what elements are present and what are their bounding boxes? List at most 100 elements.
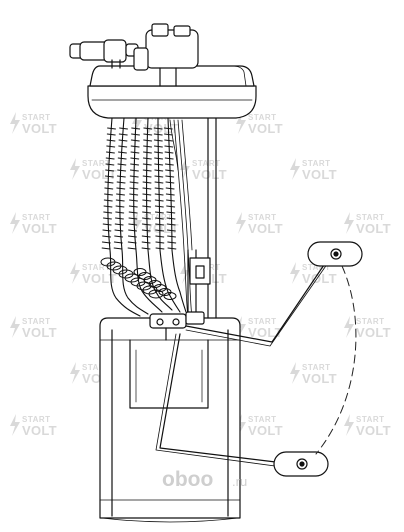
- hose-ring: [115, 199, 125, 202]
- lightning-icon: [180, 158, 190, 180]
- hose-ring: [118, 133, 128, 136]
- hose-ring: [101, 241, 111, 244]
- watermark-line2: VOLT: [22, 221, 57, 236]
- watermark-line2: VOLT: [356, 423, 391, 438]
- hose-ring: [130, 151, 140, 154]
- hose-ring: [106, 133, 116, 136]
- hose-ring: [164, 145, 174, 148]
- hose-ring: [153, 127, 163, 130]
- hose-ring: [167, 241, 177, 244]
- hose-ring: [128, 205, 138, 208]
- hose-ring: [164, 163, 174, 166]
- float-lower: [273, 451, 329, 477]
- lightning-icon: [236, 316, 246, 338]
- hose-ring: [116, 175, 126, 178]
- hose-ring: [107, 127, 116, 130]
- hose-ring: [106, 139, 116, 142]
- hose-ring: [154, 157, 164, 160]
- lightning-icon: [236, 414, 246, 436]
- watermark-line2: VOLT: [248, 221, 283, 236]
- pump-top-fittings: [149, 311, 205, 341]
- watermark-line2: VOLT: [82, 167, 117, 182]
- sender-bracket: [189, 257, 211, 285]
- hose-ring: [164, 139, 174, 142]
- hose-ring: [116, 181, 126, 184]
- hose-ring: [103, 205, 113, 208]
- hose-ring: [129, 199, 138, 202]
- hose-ring: [104, 187, 114, 190]
- corrugated-hoses: [107, 117, 187, 317]
- hose-ring: [142, 217, 151, 220]
- hose-ring: [153, 139, 163, 142]
- hose-ring: [165, 181, 175, 184]
- hose-ring: [164, 133, 173, 136]
- hose-ring: [141, 241, 151, 244]
- guide-rods: [187, 117, 217, 319]
- lightning-icon: [10, 112, 20, 134]
- top-flange: [87, 65, 257, 119]
- watermark-line1: START: [302, 159, 331, 168]
- logo: oboo .ru: [162, 468, 247, 491]
- watermark-line1: START: [22, 213, 51, 222]
- hose-ring: [166, 205, 176, 208]
- hose-ring: [141, 229, 151, 232]
- hose-ring: [141, 235, 151, 238]
- hose-ring: [154, 169, 164, 172]
- top-connectors: [69, 23, 199, 87]
- lightning-icon: [10, 212, 20, 234]
- watermark-line1: START: [22, 113, 51, 122]
- hose-ring: [128, 223, 138, 226]
- hose-ring: [118, 139, 128, 142]
- hose-ring: [142, 181, 152, 184]
- hose-ring: [165, 193, 175, 196]
- hose-ring: [166, 211, 176, 214]
- hose-ring: [128, 211, 138, 214]
- hose-ring: [106, 151, 115, 154]
- hose-ring: [155, 241, 165, 244]
- hose-ring: [102, 223, 112, 226]
- lightning-icon: [290, 158, 300, 180]
- hose-ring: [154, 193, 164, 196]
- hose-ring: [118, 145, 128, 148]
- hose-ring: [106, 145, 116, 148]
- hose-ring: [104, 193, 113, 196]
- float-arm: [155, 255, 331, 469]
- hose-ring: [166, 217, 176, 220]
- hose-ring: [155, 217, 164, 220]
- watermark-line1: START: [144, 213, 173, 222]
- hose-ring: [153, 133, 163, 136]
- watermark-line1: START: [22, 415, 51, 424]
- hose-ring: [143, 133, 153, 136]
- lightning-icon: [344, 316, 354, 338]
- hose-ring: [115, 217, 124, 220]
- lightning-icon: [10, 414, 20, 436]
- hose-ring: [127, 235, 137, 238]
- watermark-line2: VOLT: [248, 423, 283, 438]
- watermark-line2: VOLT: [248, 325, 283, 340]
- hose-ring: [130, 145, 140, 148]
- hose-ring: [142, 193, 152, 196]
- hose-ring: [129, 175, 139, 178]
- hose-corrugations: [101, 127, 177, 250]
- hose-ring: [119, 127, 128, 130]
- hose-ring: [154, 163, 164, 166]
- hose-ring: [101, 247, 111, 250]
- hose-ring: [143, 139, 153, 142]
- lightning-icon: [290, 362, 300, 384]
- lightning-icon: [70, 262, 80, 284]
- hose-ring: [143, 145, 153, 148]
- hose-ring: [115, 211, 125, 214]
- hose-ring: [102, 229, 112, 232]
- hose-ring: [129, 169, 139, 172]
- hose-ring: [128, 229, 138, 232]
- watermark-line1: START: [82, 263, 111, 272]
